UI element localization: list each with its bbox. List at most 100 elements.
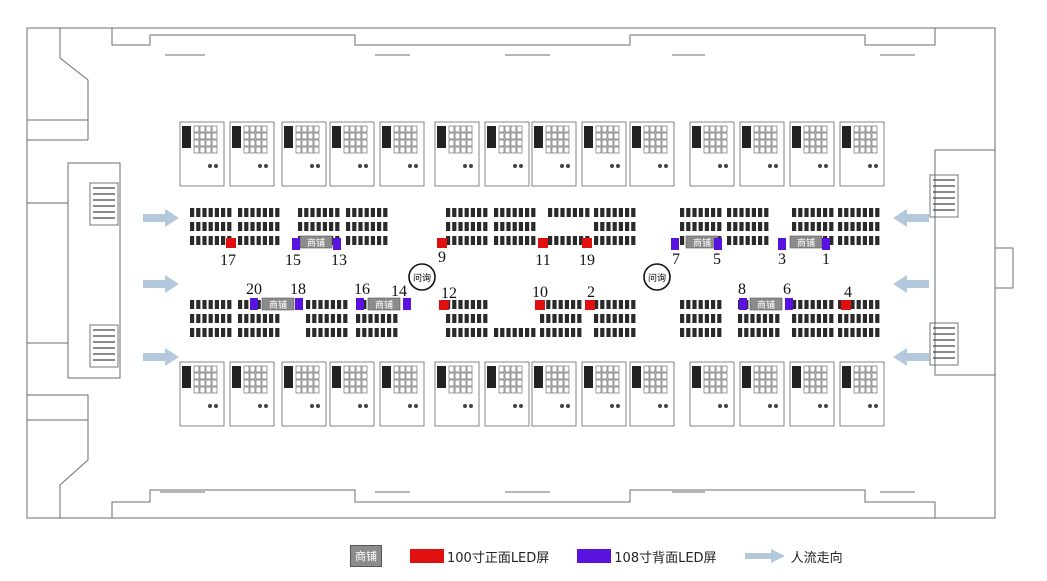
module-cell (649, 146, 656, 154)
booth (310, 208, 315, 217)
booth (875, 222, 880, 231)
module-cell (607, 139, 614, 147)
module-cell (853, 386, 860, 394)
booth (380, 314, 385, 323)
module-cell (205, 365, 212, 373)
booth (306, 314, 311, 323)
fixture (214, 404, 218, 408)
booth-row (306, 314, 348, 323)
booth (618, 222, 623, 231)
legend-back-led-label: 108寸背面LED屏 (614, 550, 717, 566)
booth-row (838, 208, 880, 217)
booth (571, 328, 576, 337)
booth (775, 314, 780, 323)
service-module (329, 121, 375, 187)
module-cell (853, 379, 860, 387)
booth (717, 328, 722, 337)
module-cell (349, 379, 356, 387)
module-cell (349, 132, 356, 140)
booth-row (738, 314, 780, 323)
fixture (868, 404, 872, 408)
booth (548, 236, 553, 245)
booth-row (540, 328, 582, 337)
booth (711, 314, 716, 323)
module-cell (595, 365, 602, 373)
fixture (610, 404, 614, 408)
booth (370, 236, 375, 245)
booth (572, 208, 577, 217)
booth (214, 222, 219, 231)
legend-front-led: 100寸正面LED屏 (410, 547, 549, 566)
booth (572, 236, 577, 245)
booth (744, 328, 749, 337)
module-cell (466, 132, 473, 140)
module-cell (393, 146, 400, 154)
booth (829, 314, 834, 323)
booth (566, 208, 571, 217)
booth (346, 208, 351, 217)
booth (618, 314, 623, 323)
booth-row (594, 208, 636, 217)
module-cell (516, 139, 523, 147)
booth (377, 236, 382, 245)
module-cell (815, 365, 822, 373)
booth (518, 328, 523, 337)
booth-row (594, 300, 636, 309)
info-desk-label: 问询 (413, 272, 431, 284)
booth (202, 328, 207, 337)
booth (343, 300, 348, 309)
module-cell (759, 125, 766, 133)
booth (600, 236, 605, 245)
booth (692, 208, 697, 217)
module-cell (243, 372, 250, 380)
booth (269, 328, 274, 337)
module-cell (809, 146, 816, 154)
module-cell (405, 379, 412, 387)
booth (364, 236, 369, 245)
module-cell (557, 365, 564, 373)
module-cell (448, 379, 455, 387)
booth (512, 236, 517, 245)
booth-row (190, 208, 232, 217)
booth (698, 222, 703, 231)
module-cell (343, 146, 350, 154)
module-block (232, 126, 241, 148)
booth (310, 222, 315, 231)
fixture (513, 164, 517, 168)
booth-row (494, 208, 536, 217)
booth (262, 236, 267, 245)
booth (221, 300, 226, 309)
module-cell (498, 125, 505, 133)
module-cell (815, 125, 822, 133)
fixture (664, 404, 668, 408)
module-cell (454, 139, 461, 147)
module-cell (307, 372, 314, 380)
booth (383, 236, 388, 245)
module-cell (545, 132, 552, 140)
booth (856, 236, 861, 245)
booth (727, 236, 732, 245)
module-cell (510, 139, 517, 147)
service-module (839, 121, 885, 187)
module-cell (249, 132, 256, 140)
flow-arrow-icon (143, 275, 179, 293)
module-cell (516, 146, 523, 154)
module-cell (557, 132, 564, 140)
booth (838, 208, 843, 217)
booth (352, 222, 357, 231)
screen-number-3: 3 (778, 251, 786, 268)
module-cell (255, 125, 262, 133)
booth (717, 314, 722, 323)
washroom-modules (89, 121, 959, 427)
entrance-module (929, 174, 959, 218)
fixture (310, 164, 314, 168)
module-cell (703, 372, 710, 380)
booth (554, 208, 559, 217)
module-cell (753, 139, 760, 147)
module-cell (809, 386, 816, 394)
module-cell (504, 146, 511, 154)
booth (875, 236, 880, 245)
booth (738, 314, 743, 323)
front-led-screen (439, 300, 449, 310)
module-cell (815, 146, 822, 154)
